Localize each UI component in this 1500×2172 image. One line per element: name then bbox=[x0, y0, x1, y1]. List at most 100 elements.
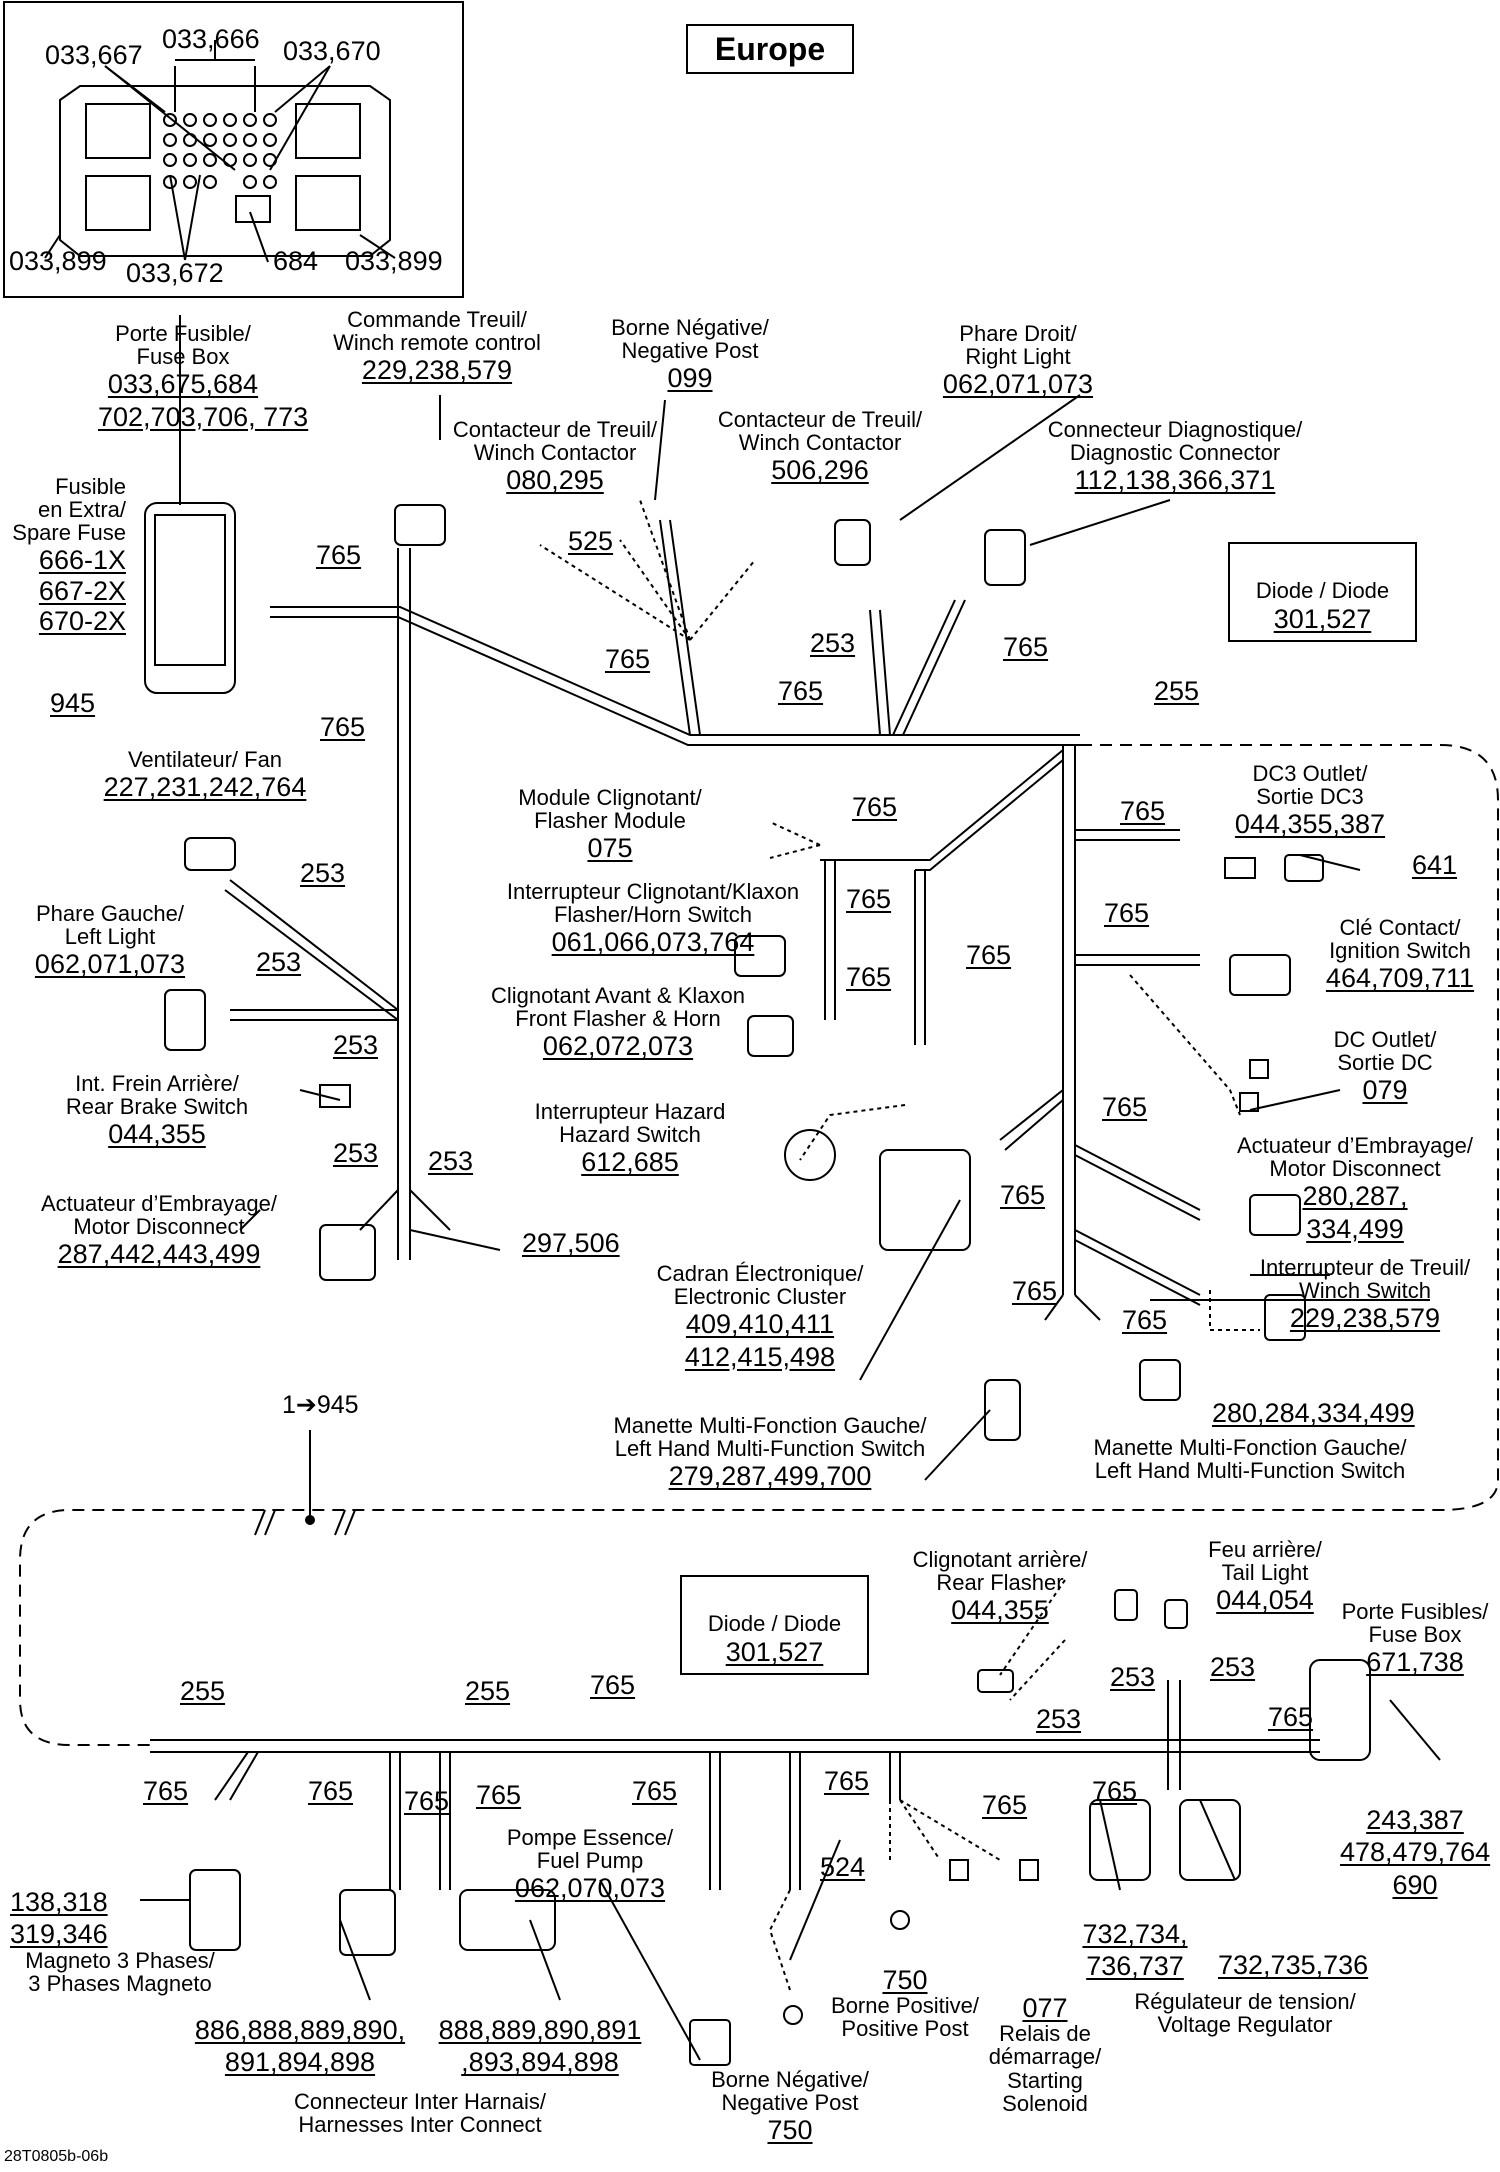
harness-number: 765 bbox=[605, 644, 651, 674]
dotted-wires bbox=[539, 499, 1260, 1991]
tail-light-label: Feu arrière/ Tail Light 044,054 bbox=[1208, 1537, 1322, 1616]
hazard-switch-label: Interrupteur Hazard Hazard Switch 612,68… bbox=[534, 1099, 726, 1178]
regulator-codes-b: 732,735,736 bbox=[1218, 1950, 1369, 1980]
motor-disconnect-right-label: Actuateur d’Embrayage/ Motor Disconnect … bbox=[1236, 1133, 1474, 1244]
fuse-box-label: Porte Fusible/ Fuse Box 033,675,684 702,… bbox=[98, 321, 309, 432]
left-light-label: Phare Gauche/ Left Light 062,071,073 bbox=[34, 901, 186, 980]
harness-number: 765 bbox=[316, 540, 362, 570]
harness-number: 253 bbox=[428, 1146, 474, 1176]
harness-number: 765 bbox=[1092, 1776, 1138, 1806]
diode-label: Diode / Diode bbox=[1255, 578, 1390, 603]
winch-remote-label: Commande Treuil/ Winch remote control 22… bbox=[333, 307, 541, 386]
harness-number: 765 bbox=[852, 792, 898, 822]
negative-post-top-label: Borne Négative/ Negative Post 099 bbox=[611, 315, 769, 394]
diode-code: 301,527 bbox=[1273, 604, 1372, 634]
harness-number: 765 bbox=[320, 712, 366, 742]
magneto-label: 138,318 319,346 Magneto 3 Phases/ 3 Phas… bbox=[10, 1887, 215, 1996]
harness-bottom bbox=[150, 1680, 1320, 1890]
fuse-box-rear-label: Porte Fusibles/ Fuse Box 671,738 bbox=[1341, 1599, 1489, 1678]
harness-number: 765 bbox=[1012, 1276, 1058, 1306]
diode-box: Diode / Diode 301,527 bbox=[680, 1575, 869, 1675]
inset-code: 033,670 bbox=[283, 36, 381, 66]
component-symbols bbox=[144, 502, 1371, 2066]
code-641: 641 bbox=[1412, 850, 1458, 880]
harness-number: 765 bbox=[632, 1776, 678, 1806]
inset-code: 684 bbox=[273, 246, 319, 276]
leader-lines bbox=[140, 315, 1441, 2061]
harness-number: 765 bbox=[143, 1776, 189, 1806]
harness-number: 525 bbox=[568, 526, 614, 556]
dc-outlet-label: DC Outlet/ Sortie DC 079 bbox=[1333, 1027, 1437, 1106]
code-280: 280,284,334,499 bbox=[1212, 1398, 1415, 1428]
harness-number: 253 bbox=[810, 628, 856, 658]
connector-break-label: 1➔945 bbox=[282, 1391, 359, 1419]
front-flasher-label: Clignotant Avant & Klaxon Front Flasher … bbox=[491, 983, 745, 1062]
harness-number: 765 bbox=[982, 1790, 1028, 1820]
diode-label: Diode / Diode bbox=[707, 1611, 842, 1636]
harness-number: 765 bbox=[476, 1780, 522, 1810]
fuel-pump-label: Pompe Essence/ Fuel Pump 062,070,073 bbox=[506, 1825, 674, 1904]
code-243-label: 243,387 478,479,764 690 bbox=[1340, 1805, 1491, 1900]
inset-code: 033,666 bbox=[162, 24, 260, 54]
harness-number: 253 bbox=[333, 1138, 379, 1168]
harness-number: 255 bbox=[465, 1676, 511, 1706]
harness-number: 765 bbox=[404, 1786, 450, 1816]
dc3-outlet-label: DC3 Outlet/ Sortie DC3 044,355,387 bbox=[1234, 761, 1386, 840]
diode-code: 301,527 bbox=[725, 1637, 824, 1667]
fan-label: Ventilateur/ Fan 227,231,242,764 bbox=[103, 747, 307, 803]
cluster-label: Cadran Électronique/ Electronic Cluster … bbox=[656, 1261, 864, 1372]
rear-brake-label: Int. Frein Arrière/ Rear Brake Switch 04… bbox=[65, 1071, 249, 1150]
harness-number: 253 bbox=[1210, 1652, 1256, 1682]
regulator-codes-a: 732,734, 736,737 bbox=[1082, 1919, 1188, 1982]
harness-number: 765 bbox=[1122, 1305, 1168, 1335]
harness-number: 255 bbox=[180, 1676, 226, 1706]
positive-post-label: 750 Borne Positive/ Positive Post bbox=[831, 1965, 979, 2042]
harness-number: 253 bbox=[300, 858, 346, 888]
harness-number: 765 bbox=[1120, 796, 1166, 826]
regulator-label: Régulateur de tension/ Voltage Regulator bbox=[1134, 1989, 1356, 2038]
diagnostic-label: Connecteur Diagnostique/ Diagnostic Conn… bbox=[1047, 417, 1303, 496]
harness-number: 765 bbox=[1104, 898, 1150, 928]
lh-switch-a-label: Manette Multi-Fonction Gauche/ Left Hand… bbox=[613, 1413, 927, 1492]
harness-number: 765 bbox=[778, 676, 824, 706]
harness-number: 765 bbox=[1000, 1180, 1046, 1210]
inset-code: 033,672 bbox=[126, 258, 224, 288]
harness-number: 253 bbox=[333, 1030, 379, 1060]
harness-number: 765 bbox=[1268, 1702, 1314, 1732]
flasher-horn-switch-label: Interrupteur Clignotant/Klaxon Flasher/H… bbox=[506, 879, 800, 958]
harness-number: 765 bbox=[1102, 1092, 1148, 1122]
code-524: 524 bbox=[820, 1852, 866, 1882]
region-title: Europe bbox=[686, 24, 854, 74]
harness-top bbox=[224, 519, 1201, 1321]
harness-number: 253 bbox=[1110, 1662, 1156, 1692]
harness-number: 765 bbox=[846, 884, 892, 914]
harness-number: 765 bbox=[308, 1776, 354, 1806]
inset-leaders bbox=[44, 40, 396, 263]
winch-contactor-a-label: Contacteur de Treuil/ Winch Contactor 08… bbox=[452, 417, 658, 496]
spare-fuse-label: Fusible en Extra/ Spare Fuse 666-1X 667-… bbox=[12, 474, 126, 636]
harness-number: 765 bbox=[1003, 632, 1049, 662]
figure-id: 28T0805b-06b bbox=[4, 2148, 109, 2165]
inset-code: 033,667 bbox=[45, 40, 143, 70]
harness-number: 253 bbox=[1036, 1704, 1082, 1734]
right-light-label: Phare Droit/ Right Light 062,071,073 bbox=[942, 321, 1094, 400]
fuse-945: 945 bbox=[50, 688, 96, 718]
break-dot bbox=[305, 1515, 315, 1525]
motor-disconnect-left-label: Actuateur d’Embrayage/ Motor Disconnect … bbox=[40, 1191, 278, 1270]
flasher-module-label: Module Clignotant/ Flasher Module 075 bbox=[518, 785, 702, 864]
code-297: 297,506 bbox=[522, 1228, 620, 1258]
inset-frame bbox=[3, 1, 464, 298]
harness-number: 253 bbox=[256, 947, 302, 977]
winch-contactor-b-label: Contacteur de Treuil/ Winch Contactor 50… bbox=[717, 407, 923, 486]
inset-fuse-box bbox=[59, 85, 391, 257]
inter-connect-label: Connecteur Inter Harnais/ Harnesses Inte… bbox=[294, 2089, 546, 2138]
harness-number: 765 bbox=[966, 940, 1012, 970]
harness-number: 255 bbox=[1154, 676, 1200, 706]
inset-code: 033,899 bbox=[9, 246, 107, 276]
inset-code: 033,899 bbox=[345, 246, 443, 276]
ignition-switch-label: Clé Contact/ Ignition Switch 464,709,711 bbox=[1325, 915, 1475, 994]
break-mark bbox=[254, 1430, 356, 1536]
inter-connect-codes-b: 888,889,890,891 ,893,894,898 bbox=[438, 2015, 642, 2078]
harness-number: 765 bbox=[846, 962, 892, 992]
